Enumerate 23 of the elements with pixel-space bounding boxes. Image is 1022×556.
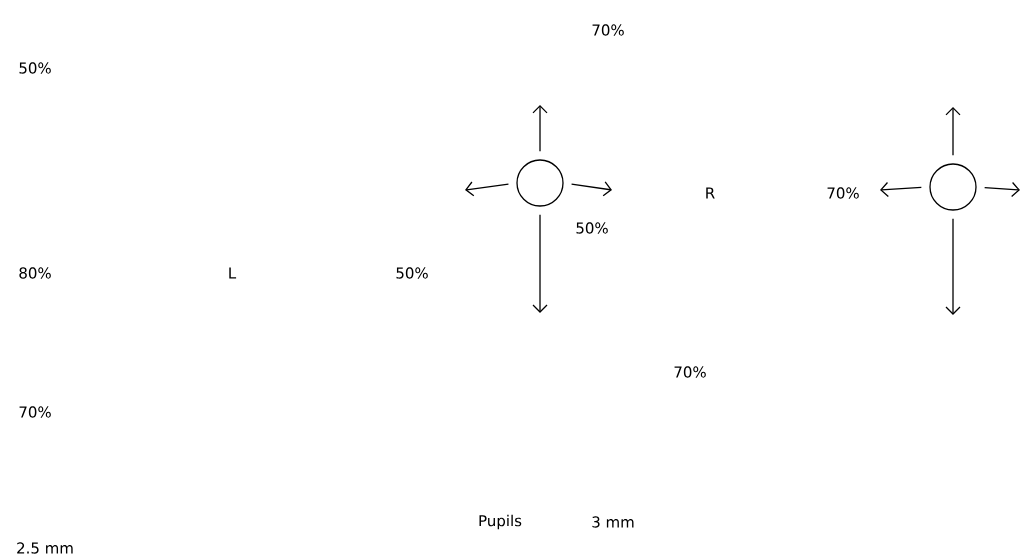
arrow <box>945 107 961 156</box>
label: 50% <box>576 222 608 234</box>
arrow <box>570 181 612 197</box>
label: L <box>229 267 237 279</box>
label: 2.5 mm <box>17 542 73 554</box>
label: 3 mm <box>592 516 634 528</box>
label: 70% <box>674 366 706 378</box>
label: 80% <box>19 267 51 279</box>
label: 70% <box>827 187 859 199</box>
label: 50% <box>396 267 428 279</box>
arrow <box>465 181 510 197</box>
label: 70% <box>592 24 624 36</box>
label: 50% <box>19 62 51 74</box>
label: R <box>706 187 715 199</box>
eye-circle <box>929 163 977 211</box>
arrow <box>880 181 922 198</box>
label: Pupils <box>479 514 522 530</box>
label: 70% <box>19 406 51 418</box>
arrow <box>945 218 961 315</box>
arrow <box>984 181 1020 198</box>
eye-circle <box>516 159 564 207</box>
arrow <box>532 214 548 313</box>
arrow <box>532 105 548 152</box>
